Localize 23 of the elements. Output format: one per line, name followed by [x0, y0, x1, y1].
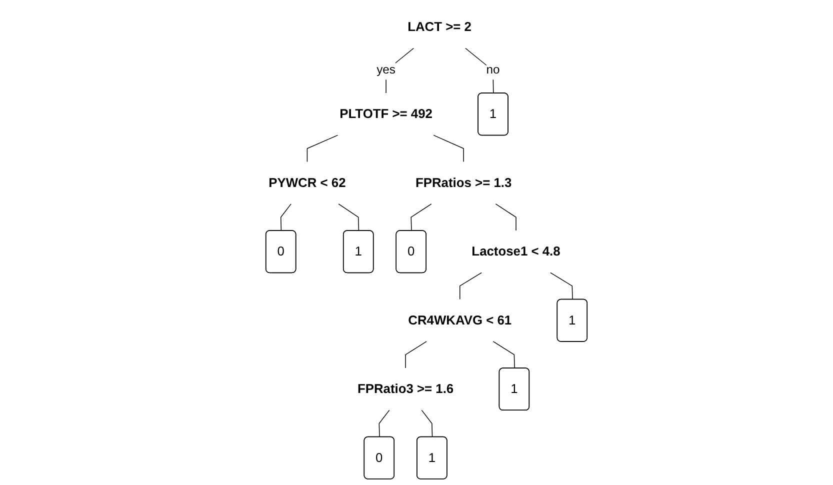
connector — [433, 134, 464, 162]
connector — [386, 48, 414, 94]
connector — [410, 204, 432, 232]
connector — [492, 341, 515, 369]
edge-label: no — [486, 64, 500, 77]
connector — [378, 410, 390, 438]
node-text: FPRatios >= 1.3 — [415, 175, 512, 190]
node-text: CR4WKAVG < 61 — [408, 312, 512, 328]
connector — [280, 204, 292, 232]
connector — [405, 341, 427, 368]
node-text: PYWCR < 62 — [268, 175, 346, 190]
connector — [550, 272, 573, 300]
node-text: FPRatio3 >= 1.6 — [357, 382, 454, 396]
node-text: PLTOTF >= 492 — [340, 106, 432, 122]
connector — [306, 134, 338, 162]
connector — [465, 48, 494, 94]
connector — [459, 272, 482, 300]
connector — [421, 410, 433, 438]
connector — [495, 204, 516, 231]
node-text: LACT >= 2 — [408, 20, 472, 34]
connector — [338, 204, 360, 232]
edge-label: yes — [376, 64, 396, 77]
node-text: Lactose1 < 4.8 — [472, 244, 560, 259]
